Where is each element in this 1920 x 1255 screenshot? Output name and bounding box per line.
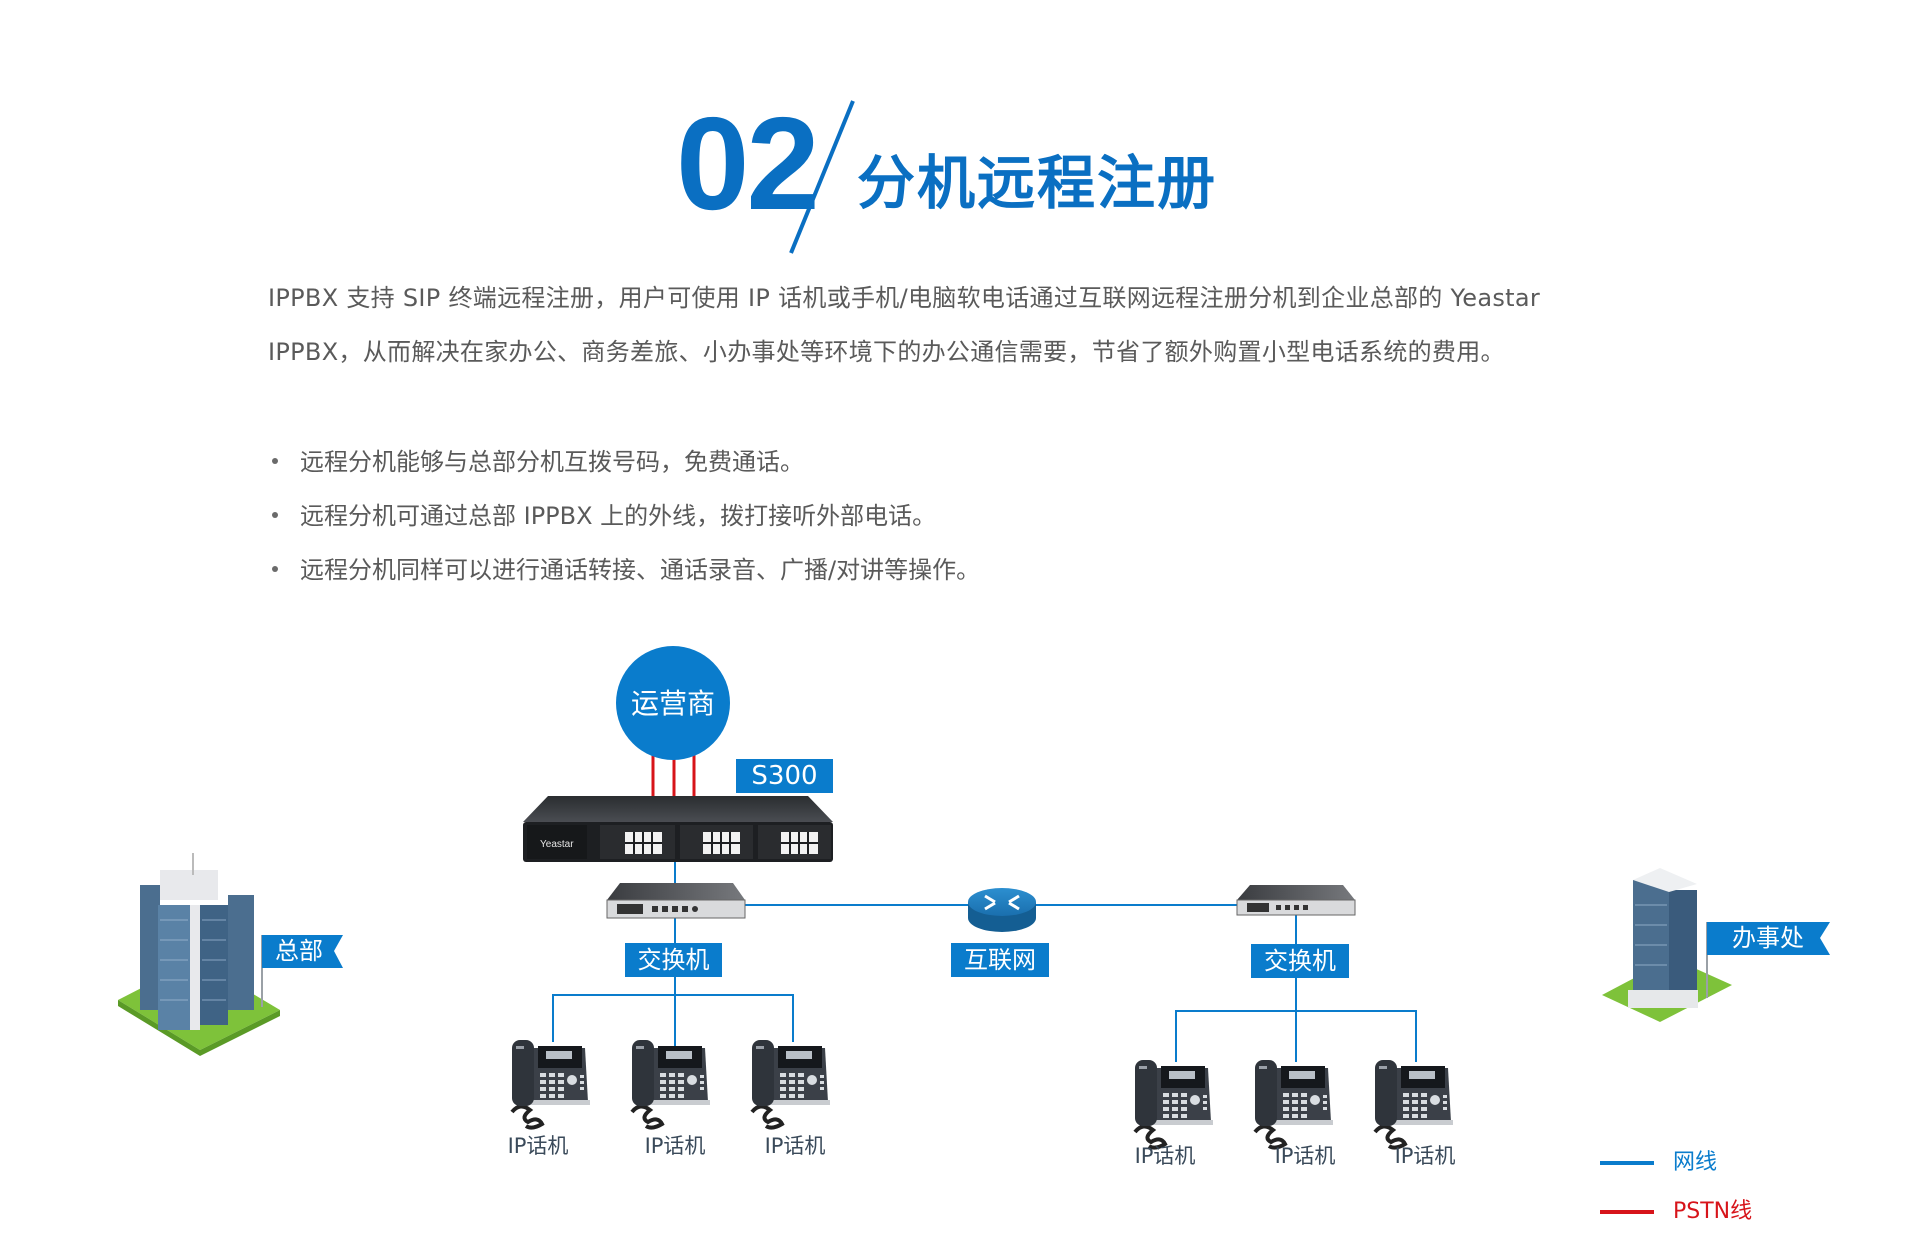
description-line-2: IPPBX，从而解决在家办公、商务差旅、小办事处等环境下的办公通信需要，节省了额… bbox=[268, 338, 1505, 366]
ip-phone-icon bbox=[630, 1038, 712, 1130]
phone-label: IP话机 bbox=[764, 1134, 826, 1158]
office-building-icon bbox=[1602, 868, 1830, 1022]
bullet-dot-icon bbox=[272, 458, 278, 464]
bullet-item: 远程分机同样可以进行通话转接、通话录音、广播/对讲等操作。 bbox=[272, 555, 980, 585]
legend-pstn-label: PSTN线 bbox=[1673, 1199, 1753, 1224]
description-line-1: IPPBX 支持 SIP 终端远程注册，用户可使用 IP 话机或手机/电脑软电话… bbox=[268, 284, 1541, 312]
bullet-text: 远程分机可通过总部 IPPBX 上的外线，拨打接听外部电话。 bbox=[300, 502, 937, 530]
ip-phone-icon bbox=[1133, 1058, 1215, 1150]
legend-network-label: 网线 bbox=[1673, 1150, 1718, 1175]
section-title: 分机远程注册 bbox=[857, 149, 1218, 217]
carrier-label: 运营商 bbox=[630, 687, 715, 720]
flag-pole bbox=[261, 935, 263, 1007]
office-flag bbox=[1707, 922, 1830, 955]
internet-router bbox=[968, 888, 1036, 932]
switch-right-label: 交换机 bbox=[1251, 944, 1349, 978]
ip-phone-icon bbox=[1373, 1058, 1455, 1150]
phone-label: IP话机 bbox=[1394, 1144, 1456, 1168]
phone-label: IP话机 bbox=[1134, 1144, 1196, 1168]
router-arrows-icon bbox=[984, 894, 1020, 911]
hq-flag bbox=[262, 935, 343, 968]
bullet-dot-icon bbox=[272, 566, 278, 572]
flag-pole bbox=[1706, 922, 1708, 998]
phone-label: IP话机 bbox=[1274, 1144, 1336, 1168]
office-label: 办事处 bbox=[1732, 924, 1804, 952]
phone-label: IP话机 bbox=[507, 1134, 569, 1158]
network-line bbox=[1175, 1010, 1417, 1062]
hq-label: 总部 bbox=[275, 937, 323, 965]
ip-phone-icon bbox=[1253, 1058, 1335, 1150]
bullet-text: 远程分机同样可以进行通话转接、通话录音、广播/对讲等操作。 bbox=[300, 556, 981, 584]
switch-left-label: 交换机 bbox=[625, 943, 722, 977]
hq-building-icon bbox=[118, 853, 343, 1056]
bullet-text: 远程分机能够与总部分机互拨号码，免费通话。 bbox=[300, 448, 804, 476]
pbx-brand: Yeastar bbox=[540, 839, 574, 850]
bullet-dot-icon bbox=[272, 512, 278, 518]
switch-left-device bbox=[606, 883, 746, 919]
bullet-item: 远程分机能够与总部分机互拨号码，免费通话。 bbox=[272, 447, 804, 477]
pbx-model-label: S300 bbox=[736, 759, 833, 793]
carrier-circle bbox=[616, 646, 730, 760]
switch-right-device bbox=[1236, 885, 1356, 916]
internet-label: 互联网 bbox=[951, 943, 1049, 977]
pbx-device: Yeastar bbox=[523, 796, 833, 862]
network-line bbox=[552, 994, 794, 1042]
ip-phone-icon bbox=[510, 1038, 592, 1130]
bullet-item: 远程分机可通过总部 IPPBX 上的外线，拨打接听外部电话。 bbox=[272, 501, 936, 531]
ip-phone-icon bbox=[750, 1038, 832, 1130]
phone-label: IP话机 bbox=[644, 1134, 706, 1158]
